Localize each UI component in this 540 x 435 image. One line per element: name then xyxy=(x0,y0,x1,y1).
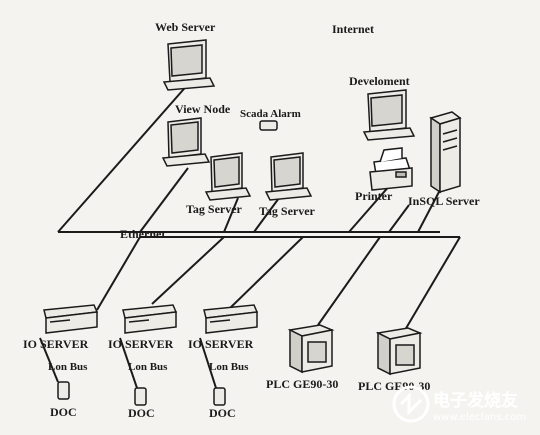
doc-3-device-icon xyxy=(213,387,226,406)
io-server-1-box-icon xyxy=(43,304,99,334)
link-tag-server-2 xyxy=(253,197,280,233)
link-view-node xyxy=(139,167,189,233)
link-printer xyxy=(388,204,410,233)
link-io-server-3 xyxy=(227,236,304,311)
link-tag-server-1 xyxy=(223,197,239,233)
insql-server-label: InSQL Server xyxy=(408,194,480,208)
web-server-monitor-icon xyxy=(162,39,216,91)
plc-1-cabinet-icon xyxy=(287,324,335,374)
link-plc-1 xyxy=(317,236,381,326)
tag-server-1-monitor-icon xyxy=(204,152,252,201)
tag-server-2-monitor-icon xyxy=(264,152,313,201)
view-node-monitor-icon xyxy=(161,117,211,167)
doc-1-device-icon xyxy=(57,381,70,400)
io-server-2-box-icon xyxy=(122,304,178,334)
doc-1-label: DOC xyxy=(50,405,77,419)
watermark-logo-icon xyxy=(392,385,430,423)
io-server-3-box-icon xyxy=(203,304,259,334)
printer-icon xyxy=(369,147,413,191)
io-server-3-label: IO SERVER xyxy=(188,337,254,351)
scada-alarm-label: Scada Alarm xyxy=(240,108,301,120)
lon-bus-3-label: Lon Bus xyxy=(209,361,249,373)
lon-bus-1-label: Lon Bus xyxy=(48,361,88,373)
plc-1-label: PLC GE90-30 xyxy=(266,377,338,391)
link-io-server-2 xyxy=(151,236,225,305)
tag-server-2-label: Tag Server xyxy=(259,204,316,218)
link-insql-server xyxy=(417,189,441,233)
lonbus-line-3 xyxy=(199,337,217,389)
plc-2-cabinet-icon xyxy=(375,327,423,376)
tag-server-1-label: Tag Server xyxy=(186,202,243,216)
watermark-url: www.elecfans.com xyxy=(433,412,526,423)
insql-server-tower-icon xyxy=(429,111,462,194)
develoment-label: Develoment xyxy=(349,74,410,88)
io-server-2-label: IO SERVER xyxy=(108,337,174,351)
develoment-monitor-icon xyxy=(362,89,416,141)
scada-alarm-icon xyxy=(259,120,278,131)
lonbus-line-2 xyxy=(119,337,138,389)
printer-label: Printer xyxy=(355,189,393,203)
web-server-label: Web Server xyxy=(155,20,216,34)
doc-2-label: DOC xyxy=(128,406,155,420)
connections xyxy=(39,81,461,389)
doc-3-label: DOC xyxy=(209,406,236,420)
internet-label: Internet xyxy=(332,22,374,36)
io-server-1-label: IO SERVER xyxy=(23,337,89,351)
link-web-server xyxy=(57,81,191,233)
watermark-logo: 电子发烧友 www.elecfans.com xyxy=(392,385,526,423)
lonbus-line-1 xyxy=(39,337,59,383)
link-io-server-1 xyxy=(96,236,141,311)
lon-bus-2-label: Lon Bus xyxy=(128,361,168,373)
doc-2-device-icon xyxy=(134,387,147,406)
link-plc-2 xyxy=(404,236,461,331)
view-node-label: View Node xyxy=(175,102,231,116)
watermark-text: 电子发烧友 xyxy=(433,390,518,411)
ethernet-label: Ethernet xyxy=(120,227,165,241)
plc-2-label: PLC GE90-30 xyxy=(358,379,430,393)
